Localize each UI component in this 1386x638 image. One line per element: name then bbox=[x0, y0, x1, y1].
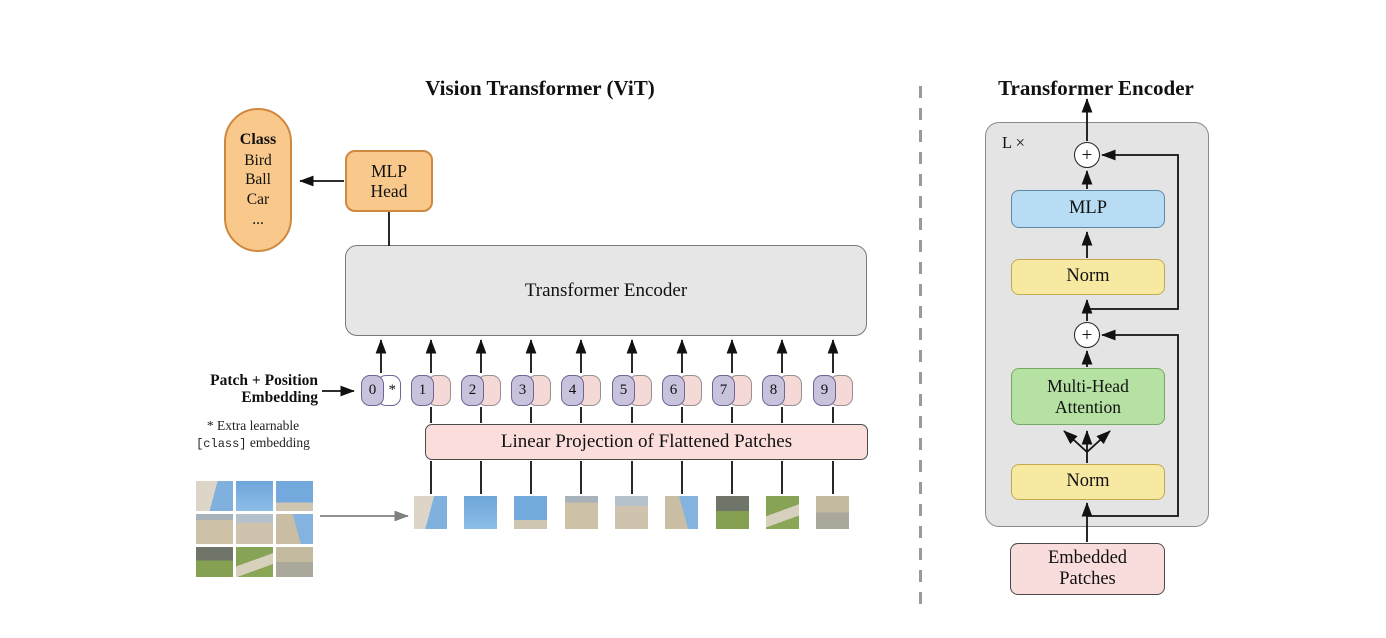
embedding-label-line1: Patch + Position bbox=[210, 372, 318, 389]
embedding-token: 2 bbox=[461, 375, 501, 406]
embedded-line2: Patches bbox=[1059, 569, 1116, 589]
patch-position-embedding-label: Patch + Position Embedding bbox=[172, 372, 318, 406]
image-grid-cell bbox=[236, 481, 273, 511]
class-item: Ball bbox=[245, 171, 271, 189]
note-suffix: embedding bbox=[249, 434, 310, 450]
embedding-token: 7 bbox=[712, 375, 752, 406]
image-grid-cell bbox=[236, 547, 273, 577]
image-grid-cell bbox=[236, 514, 273, 544]
image-grid-cell bbox=[196, 481, 233, 511]
dashed-divider bbox=[919, 86, 922, 604]
image-grid-cell bbox=[196, 547, 233, 577]
position-label: 0 bbox=[361, 375, 384, 406]
class-item: Car bbox=[246, 191, 270, 209]
mlp-block: MLP bbox=[1011, 190, 1165, 228]
image-patch bbox=[414, 496, 447, 529]
class-bubble-title: Class bbox=[239, 131, 277, 149]
embedding-token: 4 bbox=[561, 375, 601, 406]
position-label: 7 bbox=[712, 375, 735, 406]
embedded-line1: Embedded bbox=[1047, 547, 1128, 568]
patch-to-projection-lines bbox=[430, 461, 834, 494]
embedding-token: 1 bbox=[411, 375, 451, 406]
note-second-line: [class] embedding bbox=[178, 435, 328, 452]
class-item: Bird bbox=[244, 151, 272, 169]
position-label: 6 bbox=[662, 375, 685, 406]
class-token-note: * Extra learnable [class] embedding bbox=[178, 418, 328, 452]
position-label: 2 bbox=[461, 375, 484, 406]
embedding-label-line2: Embedding bbox=[241, 389, 318, 407]
image-patch bbox=[464, 496, 497, 529]
linear-projection-box: Linear Projection of Flattened Patches bbox=[425, 424, 868, 460]
token-to-encoder-arrows bbox=[375, 339, 839, 373]
note-prefix: * Extra learnable bbox=[206, 418, 300, 433]
embedding-token: 3 bbox=[511, 375, 551, 406]
mlp-head-line2: Head bbox=[370, 181, 408, 201]
image-grid-cell bbox=[196, 514, 233, 544]
layer-count-label: L × bbox=[1002, 133, 1025, 152]
image-grid-cell bbox=[276, 547, 313, 577]
right-diagram-title: Transformer Encoder bbox=[998, 76, 1194, 100]
image-patch bbox=[565, 496, 598, 529]
projection-to-token-lines bbox=[430, 407, 834, 423]
embedding-token: 9 bbox=[813, 375, 853, 406]
embedded-patches-block: Embedded Patches bbox=[1010, 543, 1165, 595]
image-grid-cell bbox=[276, 514, 313, 544]
norm-block-lower: Norm bbox=[1011, 464, 1165, 500]
mha-line1: Multi-Head bbox=[1047, 376, 1129, 397]
image-patch bbox=[766, 496, 799, 529]
position-label: 5 bbox=[612, 375, 635, 406]
left-diagram-title: Vision Transformer (ViT) bbox=[425, 76, 655, 100]
class-item-ellipsis: ... bbox=[252, 211, 264, 229]
embedding-token: 8 bbox=[762, 375, 802, 406]
image-patch bbox=[816, 496, 849, 529]
image-patch bbox=[514, 496, 547, 529]
position-label: 4 bbox=[561, 375, 584, 406]
position-label: 3 bbox=[511, 375, 534, 406]
position-label: 1 bbox=[411, 375, 434, 406]
embedding-token: 6 bbox=[662, 375, 702, 406]
position-label: 9 bbox=[813, 375, 836, 406]
multi-head-attention-block: Multi-Head Attention bbox=[1011, 368, 1165, 425]
image-patch bbox=[615, 496, 648, 529]
source-image-grid bbox=[196, 481, 313, 577]
residual-add-icon-top: + bbox=[1074, 142, 1100, 168]
mha-line2: Attention bbox=[1054, 396, 1122, 417]
embedding-token-class: * 0 bbox=[361, 375, 401, 406]
mlp-head-line1: MLP bbox=[371, 160, 407, 181]
class-output-bubble: Class Bird Ball Car ... bbox=[224, 108, 292, 252]
image-grid-cell bbox=[276, 481, 313, 511]
embedding-token: 5 bbox=[612, 375, 652, 406]
norm-block-upper: Norm bbox=[1011, 259, 1165, 295]
image-patch bbox=[665, 496, 698, 529]
mlp-head-box: MLP Head bbox=[345, 150, 433, 212]
position-label: 8 bbox=[762, 375, 785, 406]
transformer-encoder-box: Transformer Encoder bbox=[345, 245, 867, 336]
note-code: [class] bbox=[196, 436, 247, 451]
residual-add-icon-mid: + bbox=[1074, 322, 1100, 348]
image-patch bbox=[716, 496, 749, 529]
